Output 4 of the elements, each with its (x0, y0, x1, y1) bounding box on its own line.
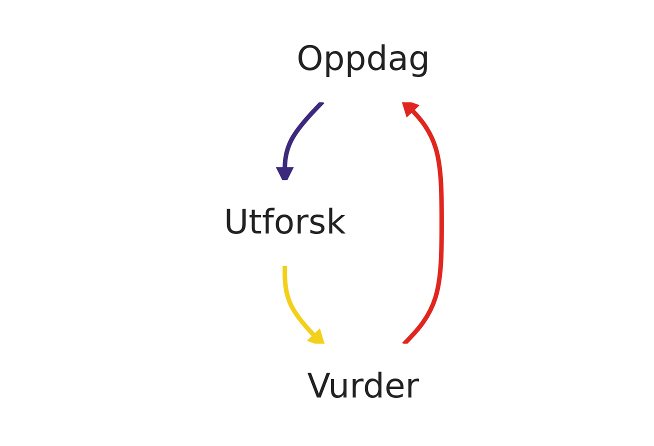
node-text: Vurder (307, 366, 420, 406)
node-text: Oppdag (296, 40, 430, 80)
cycle-diagram: Oppdag Utforsk Vurder (181, 8, 473, 438)
node-text: Utforsk (224, 203, 346, 243)
